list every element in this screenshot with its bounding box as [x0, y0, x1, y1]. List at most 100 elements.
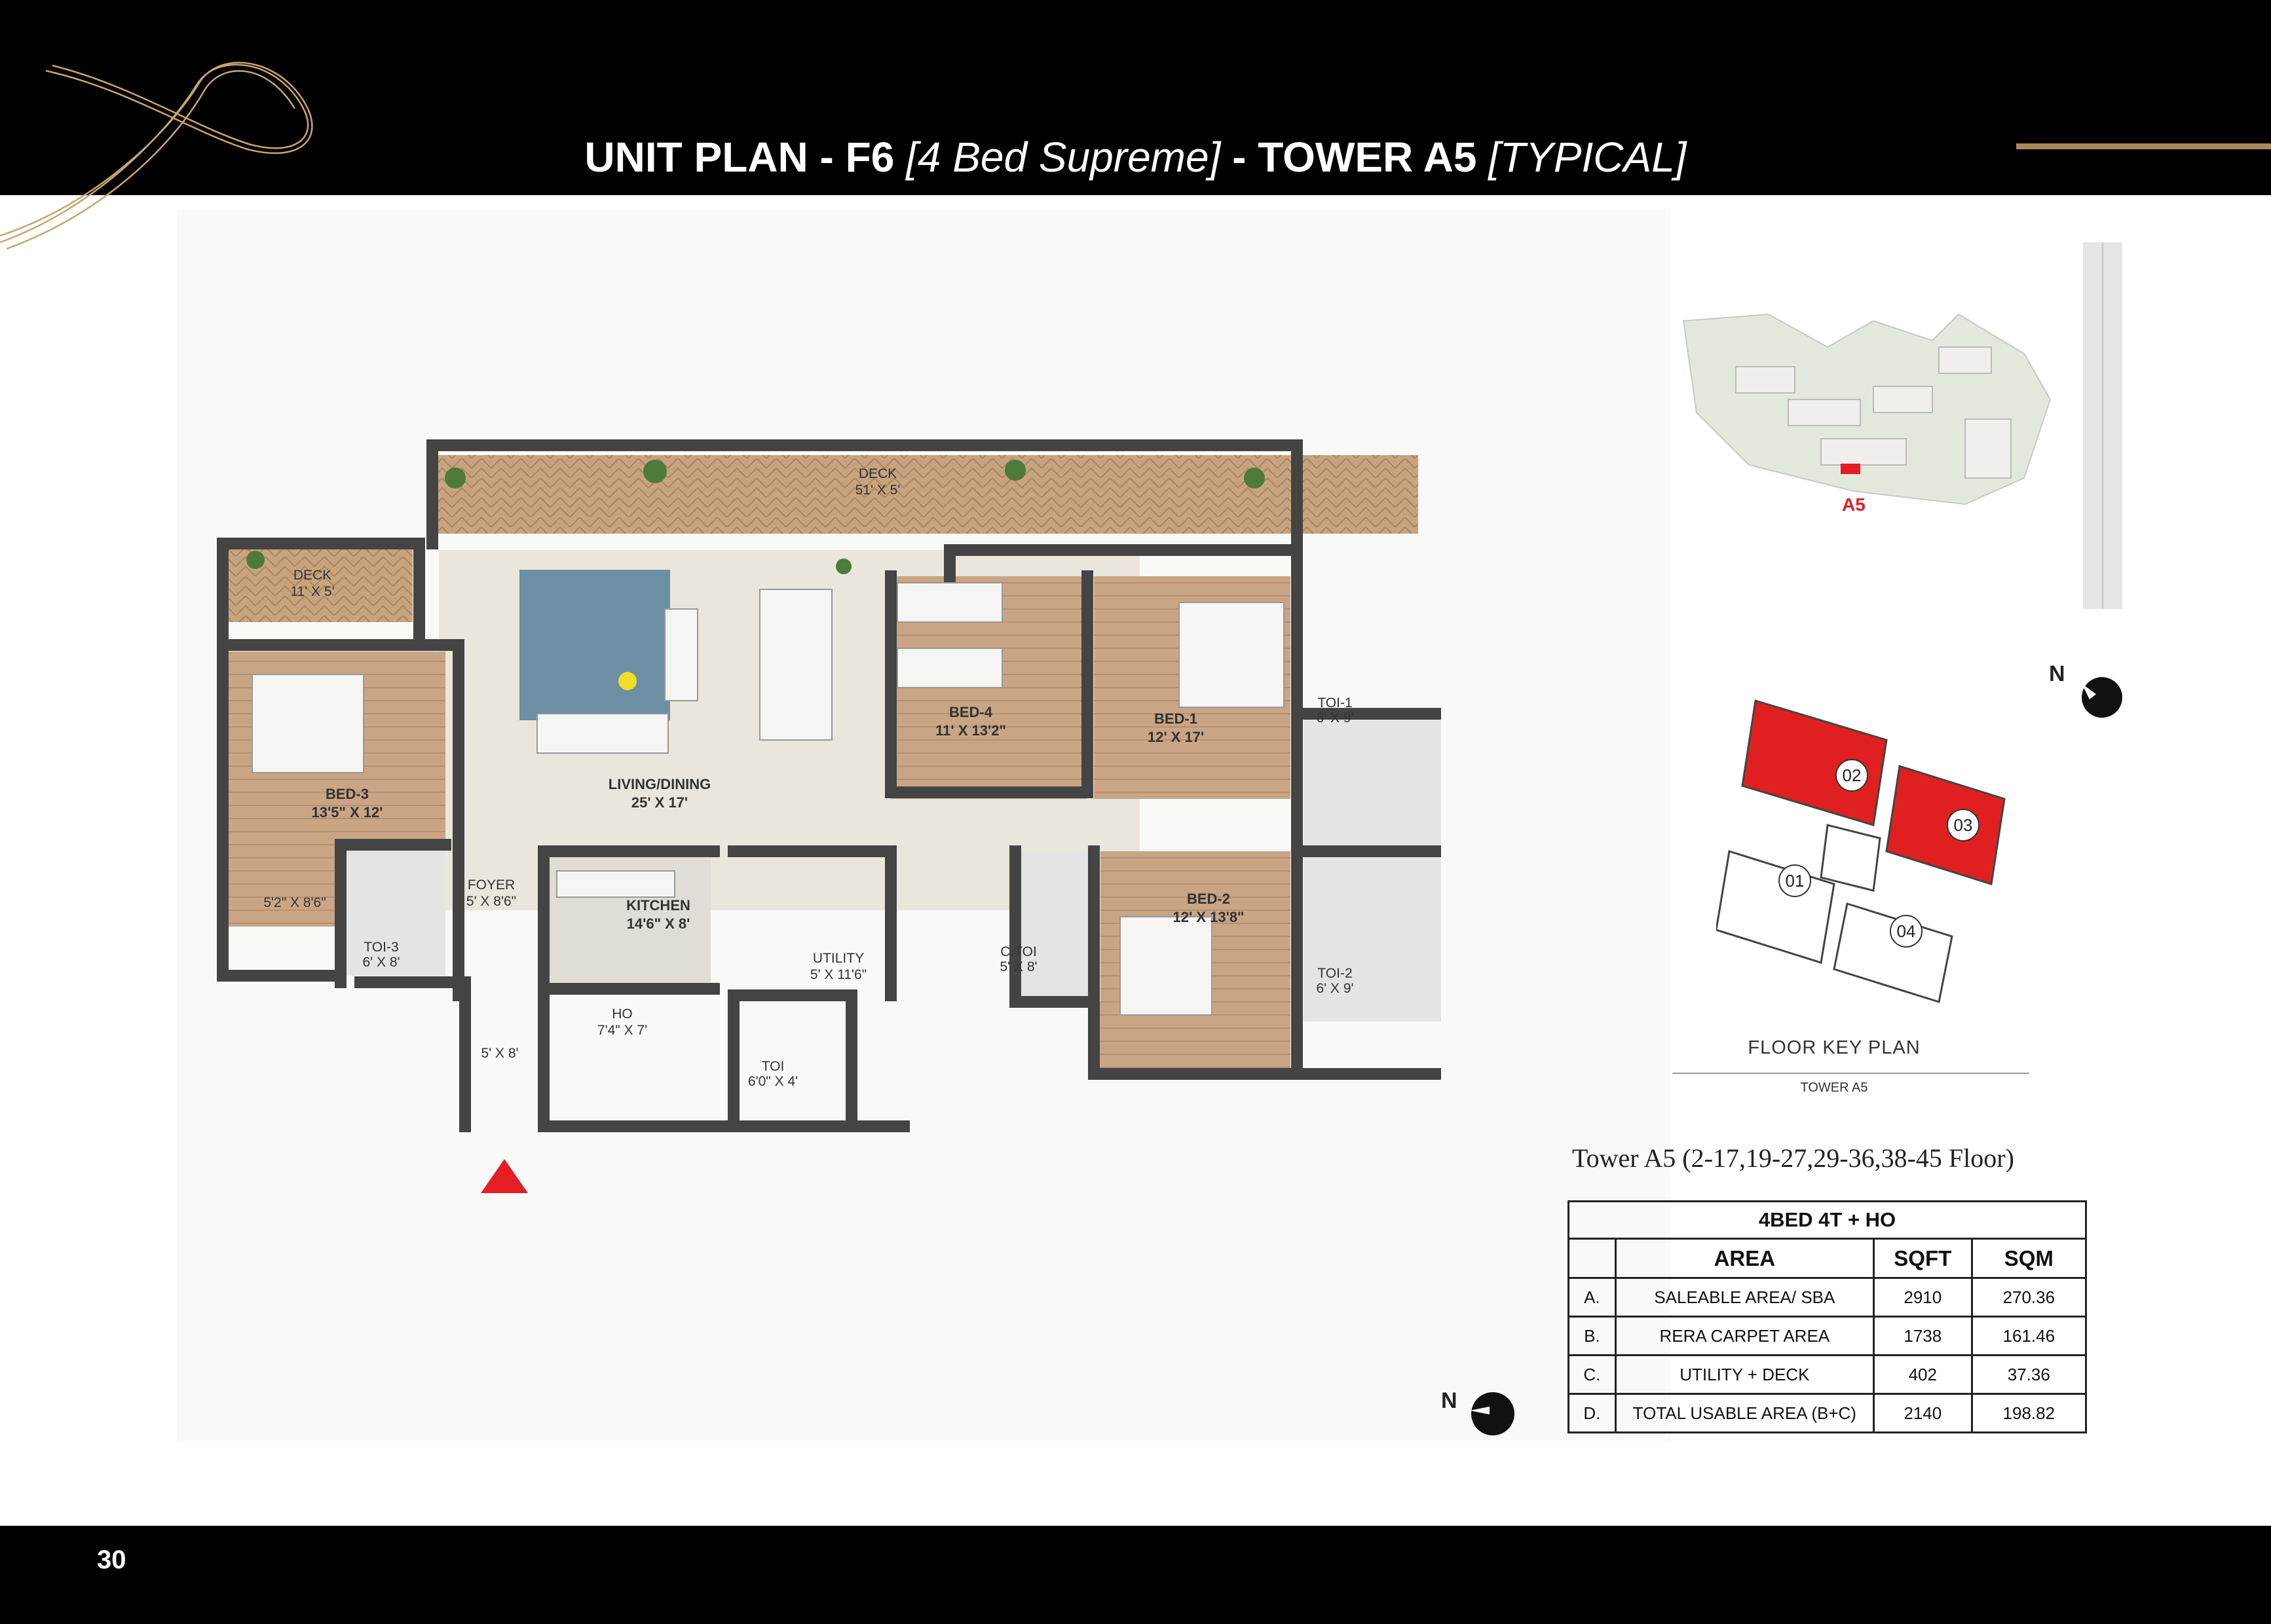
- row-sqm: 37.36: [1970, 1354, 2088, 1395]
- row-area: UTILITY + DECK: [1614, 1354, 1875, 1395]
- col-header-sqft: SQFT: [1872, 1238, 1973, 1279]
- col-header-area: AREA: [1614, 1238, 1875, 1279]
- coffee-table-decor: [618, 672, 637, 690]
- living-size: 25' X 17': [631, 794, 688, 811]
- entry-size: 5' X 8': [481, 1046, 518, 1061]
- unit-03-shape: [1885, 765, 2006, 885]
- row-key: D.: [1567, 1393, 1617, 1433]
- north-indicator-plan: N: [1441, 1388, 1520, 1441]
- bed3-size: 13'5" X 12': [312, 804, 383, 821]
- title-unit-type: [4 Bed Supreme]: [906, 134, 1221, 181]
- deck-top-size: 51' X 5': [855, 483, 901, 498]
- title-unit-plan: UNIT PLAN - F6: [584, 134, 907, 181]
- col-header-key: [1567, 1238, 1617, 1279]
- header-bar: [0, 0, 2271, 195]
- bed1-size: 12' X 17': [1148, 729, 1204, 745]
- deck-top-floor: [436, 455, 1418, 534]
- row-key: B.: [1567, 1316, 1617, 1356]
- toi-name: TOI: [762, 1059, 785, 1074]
- unit-01-label: 01: [1786, 871, 1805, 891]
- toi-size: 6'0" X 4': [748, 1074, 798, 1089]
- foyer-size: 5' X 8'6": [466, 894, 516, 909]
- row-sqft: 2140: [1872, 1393, 1973, 1433]
- deck-left-name: DECK: [293, 568, 331, 583]
- unit-02-shape: [1741, 699, 1888, 826]
- toi1-size: 6' X 9': [1316, 710, 1353, 726]
- bed4-name: BED-4: [949, 704, 993, 720]
- row-area: SALEABLE AREA/ SBA: [1614, 1277, 1875, 1318]
- unit-04-label: 04: [1897, 921, 1916, 941]
- north-indicator-key: N: [2049, 661, 2128, 720]
- col-header-sqm: SQM: [1970, 1238, 2088, 1279]
- compass-icon: [1470, 1392, 1514, 1435]
- core-shape: [1820, 824, 1881, 892]
- furniture: [252, 582, 1285, 1016]
- title-tower: - TOWER A5: [1220, 134, 1489, 181]
- row-sqft: 2910: [1872, 1277, 1973, 1318]
- footer-bar: [0, 1526, 2271, 1624]
- north-label: N: [1441, 1388, 1457, 1413]
- key-plan-divider: [1672, 1073, 2029, 1074]
- living-name: LIVING/DINING: [609, 776, 711, 792]
- north-label: N: [2049, 661, 2065, 686]
- toi1-name: TOI-1: [1317, 695, 1352, 710]
- gold-swirl-decoration: [0, 62, 313, 250]
- row-area: RERA CARPET AREA: [1614, 1316, 1875, 1356]
- bed4-size: 11' X 13'2": [935, 722, 1006, 739]
- area-table: 4BED 4T + HO AREA SQFT SQM A. SALEABLE A…: [1567, 1200, 2088, 1433]
- kitchen-name: KITCHEN: [626, 897, 690, 913]
- toi3-floor: [341, 845, 445, 976]
- toi3-size: 6' X 8': [362, 955, 400, 970]
- row-sqm: 198.82: [1970, 1393, 2088, 1433]
- ctoi-size: 5' X 8': [1000, 959, 1037, 974]
- toi2-name: TOI-2: [1317, 966, 1352, 981]
- floors-caption: Tower A5 (2-17,19-27,29-36,38-45 Floor): [1572, 1143, 2014, 1173]
- bed1-name: BED-1: [1154, 710, 1197, 727]
- bed3-name: BED-3: [326, 786, 369, 802]
- floor-key-plan-diagram: 02 03 01 04: [1716, 699, 2006, 1003]
- unit-02-label: 02: [1843, 766, 1862, 785]
- ctoi-name: C.TOI: [1000, 944, 1037, 959]
- key-plan-subtitle: TOWER A5: [1800, 1080, 1868, 1095]
- walls: [217, 439, 1441, 1132]
- utility-size: 5' X 11'6": [810, 967, 867, 982]
- deck-left-size: 11' X 5': [290, 584, 334, 599]
- table-row: D. TOTAL USABLE AREA (B+C) 2140 198.82: [1567, 1393, 2088, 1433]
- unit-04-shape: [1833, 902, 1953, 1003]
- site-plan-thumbnail: A5: [1682, 242, 2122, 609]
- utility-name: UTILITY: [813, 951, 864, 966]
- site-tower-label: A5: [1842, 494, 1866, 515]
- entry-arrow-icon: [481, 1159, 528, 1193]
- table-row: B. RERA CARPET AREA 1738 161.46: [1567, 1316, 2088, 1356]
- area-table-title: 4BED 4T + HO: [1567, 1200, 2087, 1240]
- kitchen-size: 14'6" X 8': [627, 915, 690, 932]
- compass-icon: [2082, 677, 2122, 718]
- toi1-floor: [1304, 714, 1441, 871]
- row-key: C.: [1567, 1354, 1617, 1395]
- foyer-name: FOYER: [468, 877, 515, 893]
- toi3-name: TOI-3: [364, 940, 398, 955]
- deck-top-name: DECK: [859, 466, 897, 481]
- floor-plan: DECK 51' X 5' DECK 11' X 5' LIVING/DININ…: [217, 439, 1441, 1132]
- title-typical: [TYPICAL]: [1488, 134, 1687, 181]
- ctoi-floor: [1015, 851, 1100, 1002]
- key-plan-title: FLOOR KEY PLAN: [1748, 1037, 1921, 1058]
- row-sqft: 402: [1872, 1354, 1973, 1395]
- row-sqm: 270.36: [1970, 1277, 2088, 1318]
- row-sqft: 1738: [1872, 1316, 1973, 1356]
- row-key: A.: [1567, 1277, 1617, 1318]
- living-rug: [519, 570, 670, 720]
- row-area: TOTAL USABLE AREA (B+C): [1614, 1393, 1875, 1433]
- ho-size: 7'4" X 7': [597, 1023, 647, 1038]
- unit-03-label: 03: [1954, 815, 1973, 835]
- row-sqm: 161.46: [1970, 1316, 2088, 1356]
- table-row: C. UTILITY + DECK 402 37.36: [1567, 1354, 2088, 1395]
- unit-01-shape: [1716, 850, 1835, 964]
- page-number: 30: [97, 1545, 126, 1574]
- ho-name: HO: [612, 1006, 633, 1022]
- toi2-floor: [1304, 864, 1441, 1022]
- plants: [246, 460, 1265, 574]
- table-row: A. SALEABLE AREA/ SBA 2910 270.36: [1567, 1277, 2088, 1318]
- toi2-size: 6' X 9': [1316, 981, 1353, 996]
- bed2-name: BED-2: [1187, 891, 1230, 907]
